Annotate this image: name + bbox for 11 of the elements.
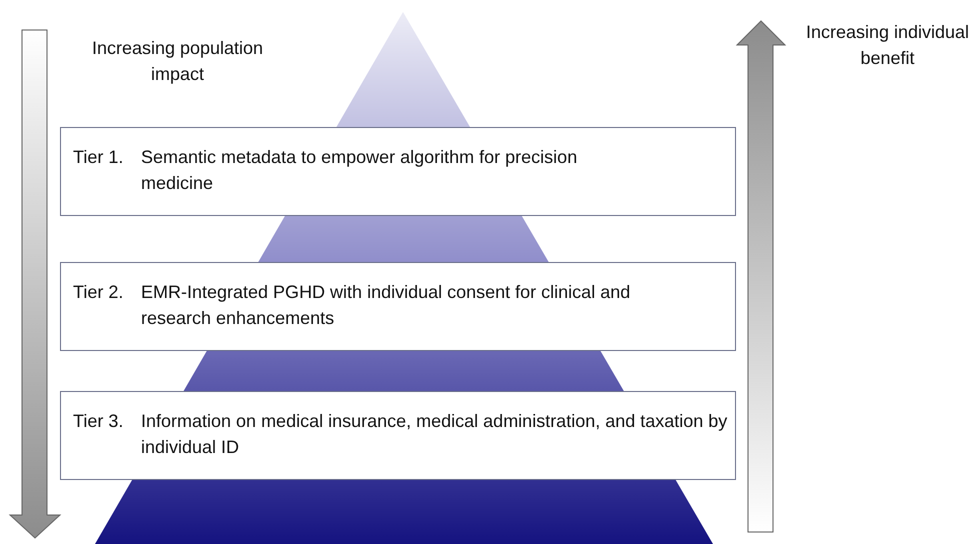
axis-caption: Increasing population impact [90,37,264,86]
tier-description: Information on medical insurance, medical administration, and taxation by individual ID [141,410,728,459]
axis-caption: Increasing individual benefit [804,21,970,70]
tier-number: Tier 3. [73,410,124,433]
tier-description: Semantic metadata to empower algorithm for precision medicine [141,146,578,195]
tier-box [60,262,736,351]
tier-description: EMR-Integrated PGHD with individual consent for clinical and research enhancements [141,281,631,330]
tier-number: Tier 2. [73,281,124,304]
tier-box [60,127,736,216]
tier-box [60,391,736,480]
tier-number: Tier 1. [73,146,124,169]
